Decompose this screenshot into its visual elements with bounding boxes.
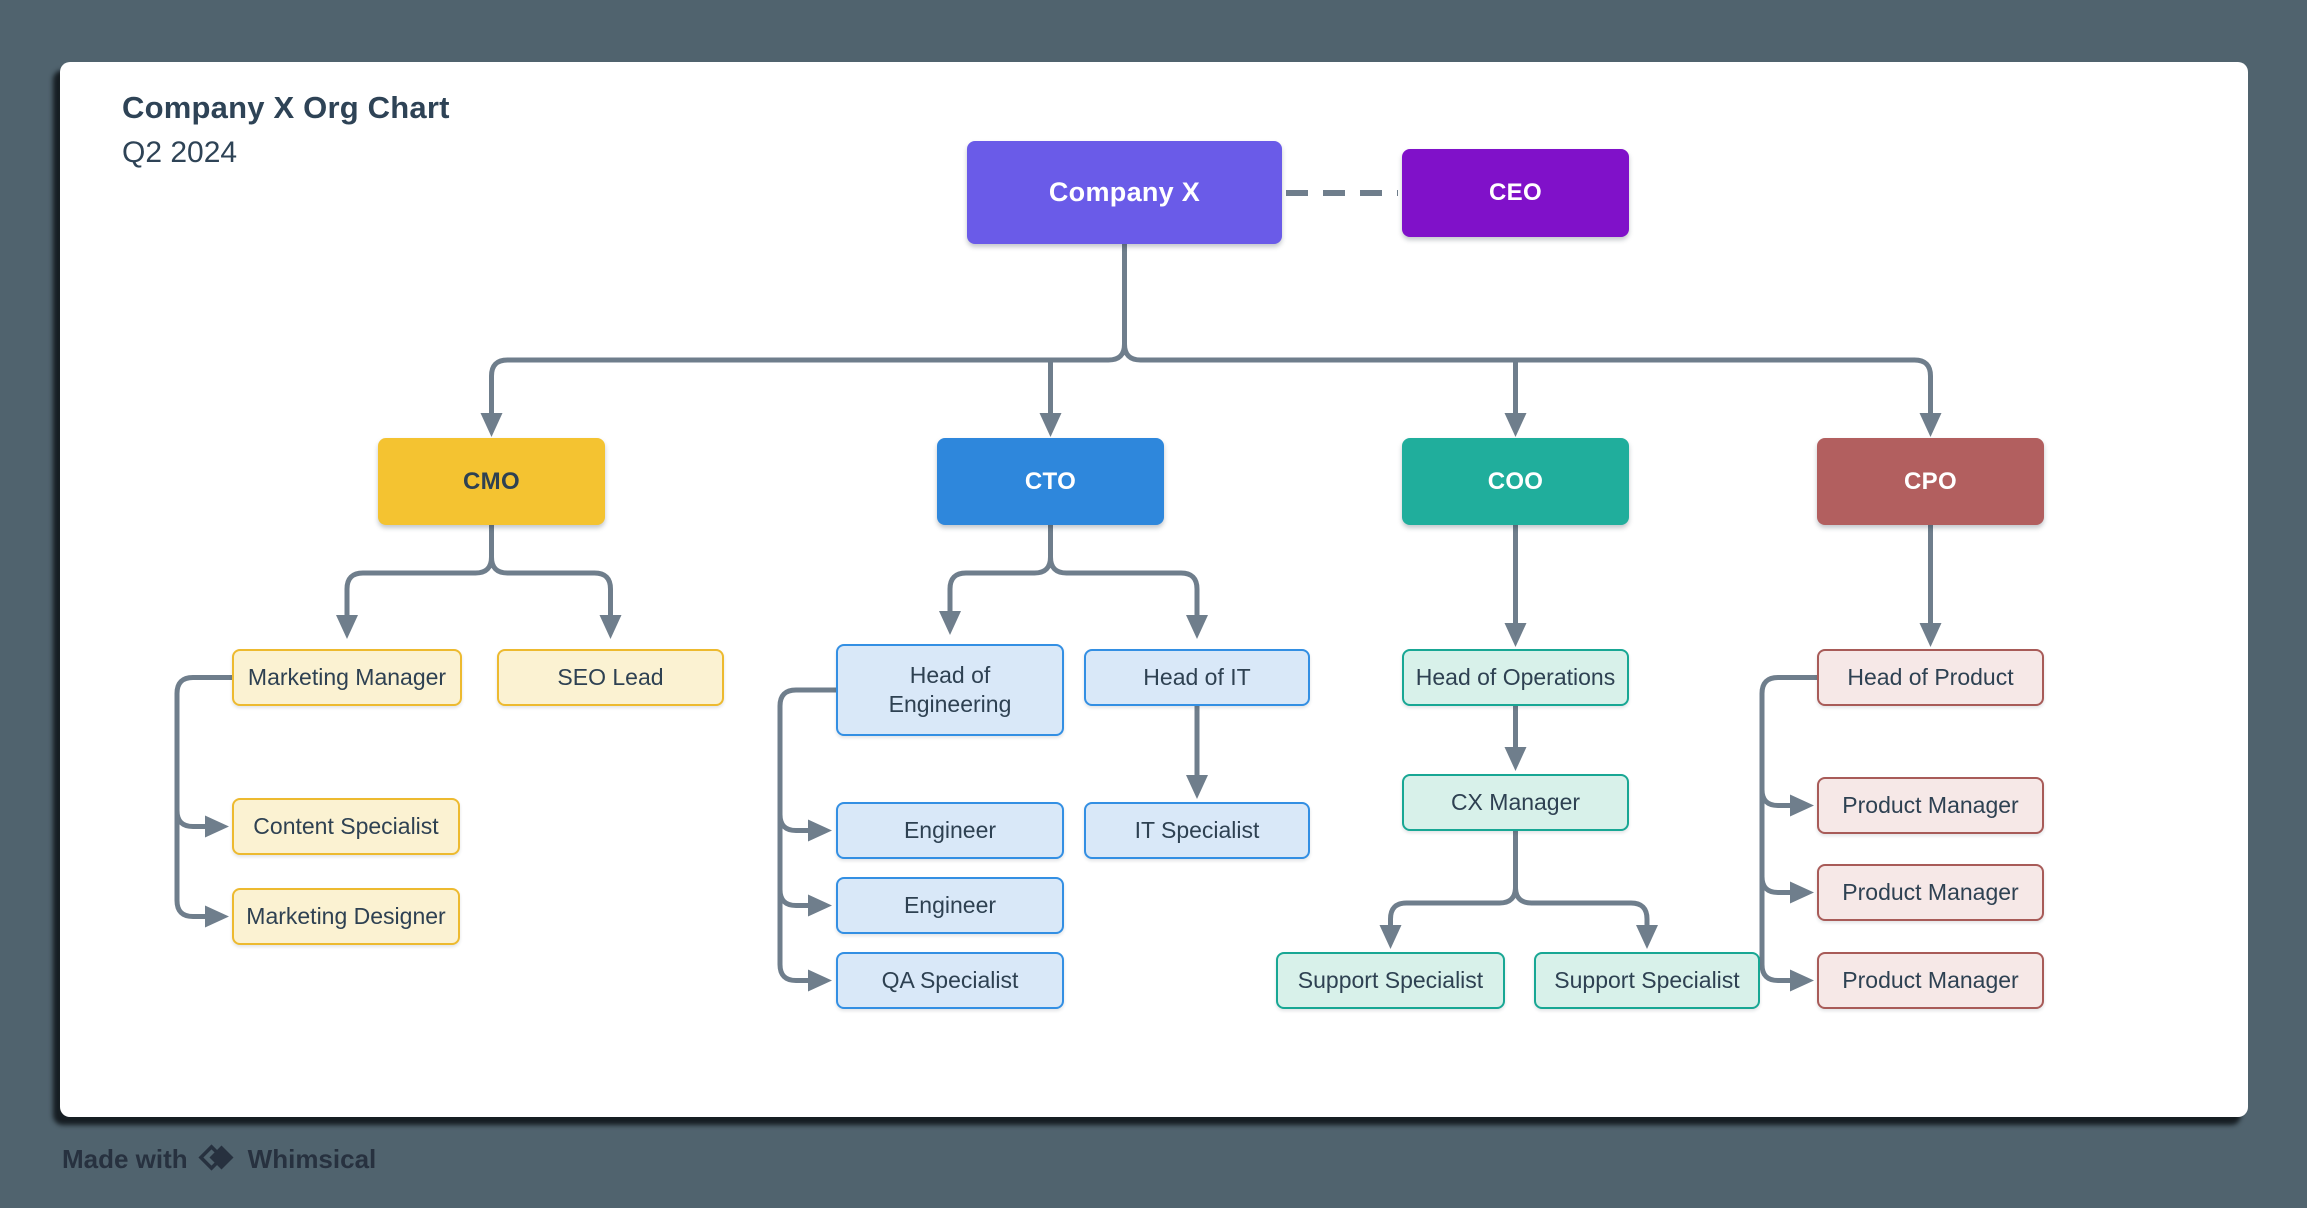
org-node-company-x: Company X bbox=[967, 141, 1282, 244]
org-node-product-manager-2: Product Manager bbox=[1817, 864, 2044, 921]
org-node-support-specialist-1: Support Specialist bbox=[1276, 952, 1505, 1009]
org-node-engineer-1: Engineer bbox=[836, 802, 1064, 859]
connector-trunk-left bbox=[480, 241, 1127, 437]
org-node-head-of-it: Head of IT bbox=[1084, 649, 1310, 706]
head-of-engineering-label: Head of Engineering bbox=[888, 662, 1012, 717]
made-with-label: Made with bbox=[62, 1143, 188, 1174]
connector-cto-to-head-of-engineering bbox=[939, 522, 1053, 635]
connector-trunk-right bbox=[1122, 341, 1942, 437]
org-node-marketing-designer: Marketing Designer bbox=[232, 888, 460, 945]
org-node-cto: CTO bbox=[937, 438, 1164, 525]
connector-cmo-to-seo-lead bbox=[489, 522, 622, 639]
org-node-marketing-manager: Marketing Manager bbox=[232, 649, 462, 706]
org-node-product-manager-1: Product Manager bbox=[1817, 777, 2044, 834]
org-node-head-of-operations: Head of Operations bbox=[1402, 649, 1629, 706]
org-node-cmo: CMO bbox=[378, 438, 605, 525]
page-title: Company X Org Chart bbox=[122, 90, 450, 125]
connector-hoe-to-engineer-1 bbox=[777, 812, 832, 842]
org-node-content-specialist: Content Specialist bbox=[232, 798, 460, 855]
connector-mm-to-marketing-designer bbox=[174, 675, 235, 928]
made-with-whimsical-link[interactable]: Made with Whimsical bbox=[62, 1140, 376, 1178]
org-node-seo-lead: SEO Lead bbox=[497, 649, 724, 706]
connector-hop-to-product-manager-1 bbox=[1759, 787, 1814, 817]
org-node-support-specialist-2: Support Specialist bbox=[1534, 952, 1760, 1009]
org-node-cx-manager: CX Manager bbox=[1402, 774, 1629, 831]
org-node-head-of-engineering: Head of Engineering bbox=[836, 644, 1064, 736]
org-node-product-manager-3: Product Manager bbox=[1817, 952, 2044, 1009]
connector-hoe-to-engineer-2 bbox=[777, 887, 832, 917]
whimsical-logo-icon bbox=[198, 1144, 234, 1171]
org-node-coo: COO bbox=[1402, 438, 1629, 525]
org-node-cpo: CPO bbox=[1817, 438, 2044, 525]
org-node-engineer-2: Engineer bbox=[836, 877, 1064, 934]
connector-cx-to-support-specialist-2 bbox=[1513, 828, 1658, 949]
org-node-qa-specialist: QA Specialist bbox=[836, 952, 1064, 1009]
connector-cto-to-head-of-it bbox=[1048, 522, 1208, 639]
connector-hop-to-product-manager-2 bbox=[1759, 874, 1814, 904]
connector-mm-to-content-specialist bbox=[174, 808, 229, 838]
org-node-head-of-product: Head of Product bbox=[1817, 649, 2044, 706]
connector-hop-to-product-manager-3 bbox=[1759, 675, 1820, 992]
connector-layer bbox=[174, 190, 1942, 992]
org-node-it-specialist: IT Specialist bbox=[1084, 802, 1310, 859]
org-node-ceo: CEO bbox=[1402, 149, 1629, 237]
page-subtitle: Q2 2024 bbox=[122, 136, 238, 169]
org-chart-canvas: Company X Org Chart Q2 2024 bbox=[60, 62, 2248, 1117]
connector-cx-to-support-specialist-1 bbox=[1379, 828, 1518, 949]
connector-hoe-to-qa-specialist bbox=[777, 687, 839, 992]
connector-cmo-to-marketing-manager bbox=[336, 522, 494, 639]
whimsical-brand-label: Whimsical bbox=[247, 1143, 377, 1174]
